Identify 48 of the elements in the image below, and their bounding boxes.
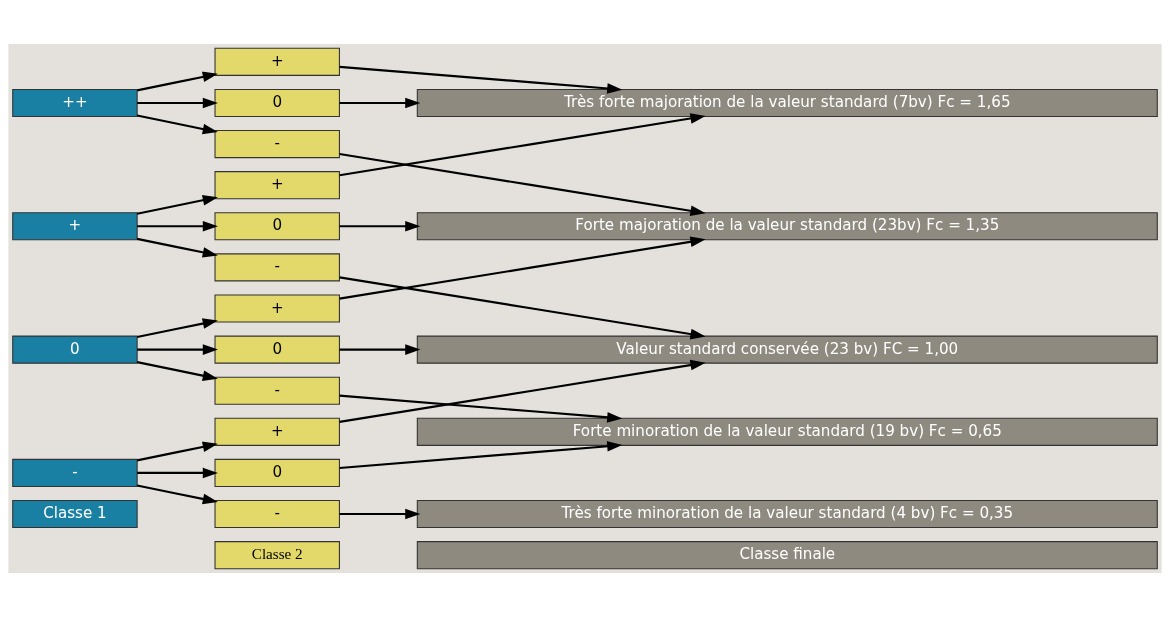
node-box: 0: [214, 458, 340, 487]
arrow: [136, 114, 218, 135]
node-box: Forte majoration de la valeur standard (23bv) Fc = 1,35: [416, 212, 1158, 241]
arrow: [136, 361, 218, 381]
node-box: Classe 1: [12, 499, 138, 529]
node-box: ++: [12, 88, 138, 118]
arrow: [339, 344, 421, 355]
node-box: Très forte majoration de la valeur standard (7bv) Fc = 1,65: [416, 88, 1158, 118]
arrow: [136, 237, 218, 258]
arrow: [136, 484, 218, 505]
arrow: [137, 97, 218, 109]
node-box: Très forte minoration de la valeur standard (4 bv) Fc = 0,35: [416, 499, 1158, 529]
node-box: Valeur standard conservée (23 bv) FC = 1,00: [416, 335, 1158, 364]
node-box: 0: [214, 335, 340, 364]
node-box: 0: [12, 335, 138, 364]
arrow: [339, 276, 706, 340]
arrow: [339, 441, 623, 470]
arrow: [339, 113, 706, 177]
node-box: -: [12, 458, 138, 487]
arrow: [137, 220, 218, 232]
arrow: [136, 318, 218, 339]
arrow: [136, 441, 218, 462]
node-box: Forte minoration de la valeur standard (19 bv) Fc = 0,65: [416, 417, 1158, 446]
arrow: [339, 508, 421, 520]
arrow: [136, 195, 218, 215]
node-box: -: [214, 499, 340, 529]
node-box: 0: [214, 212, 340, 241]
node-box: -: [214, 253, 340, 282]
arrow: [136, 71, 218, 92]
node-box: +: [214, 171, 340, 200]
node-box: +: [214, 294, 340, 323]
arrow: [339, 394, 623, 423]
node-box: Classe finale: [416, 541, 1158, 570]
node-box: -: [214, 130, 340, 159]
arrow: [339, 97, 421, 109]
arrow: [339, 359, 706, 423]
arrow: [137, 344, 218, 355]
node-box: -: [214, 376, 340, 405]
arrow: [339, 152, 706, 217]
node-box: 0: [214, 88, 340, 118]
arrow: [339, 220, 421, 232]
arrow: [137, 467, 218, 479]
node-box: +: [214, 417, 340, 446]
arrow: [339, 65, 623, 94]
arrow: [339, 236, 706, 300]
node-box: +: [214, 47, 340, 76]
node-box: +: [12, 212, 138, 241]
node-box: Classe 2: [214, 541, 340, 570]
